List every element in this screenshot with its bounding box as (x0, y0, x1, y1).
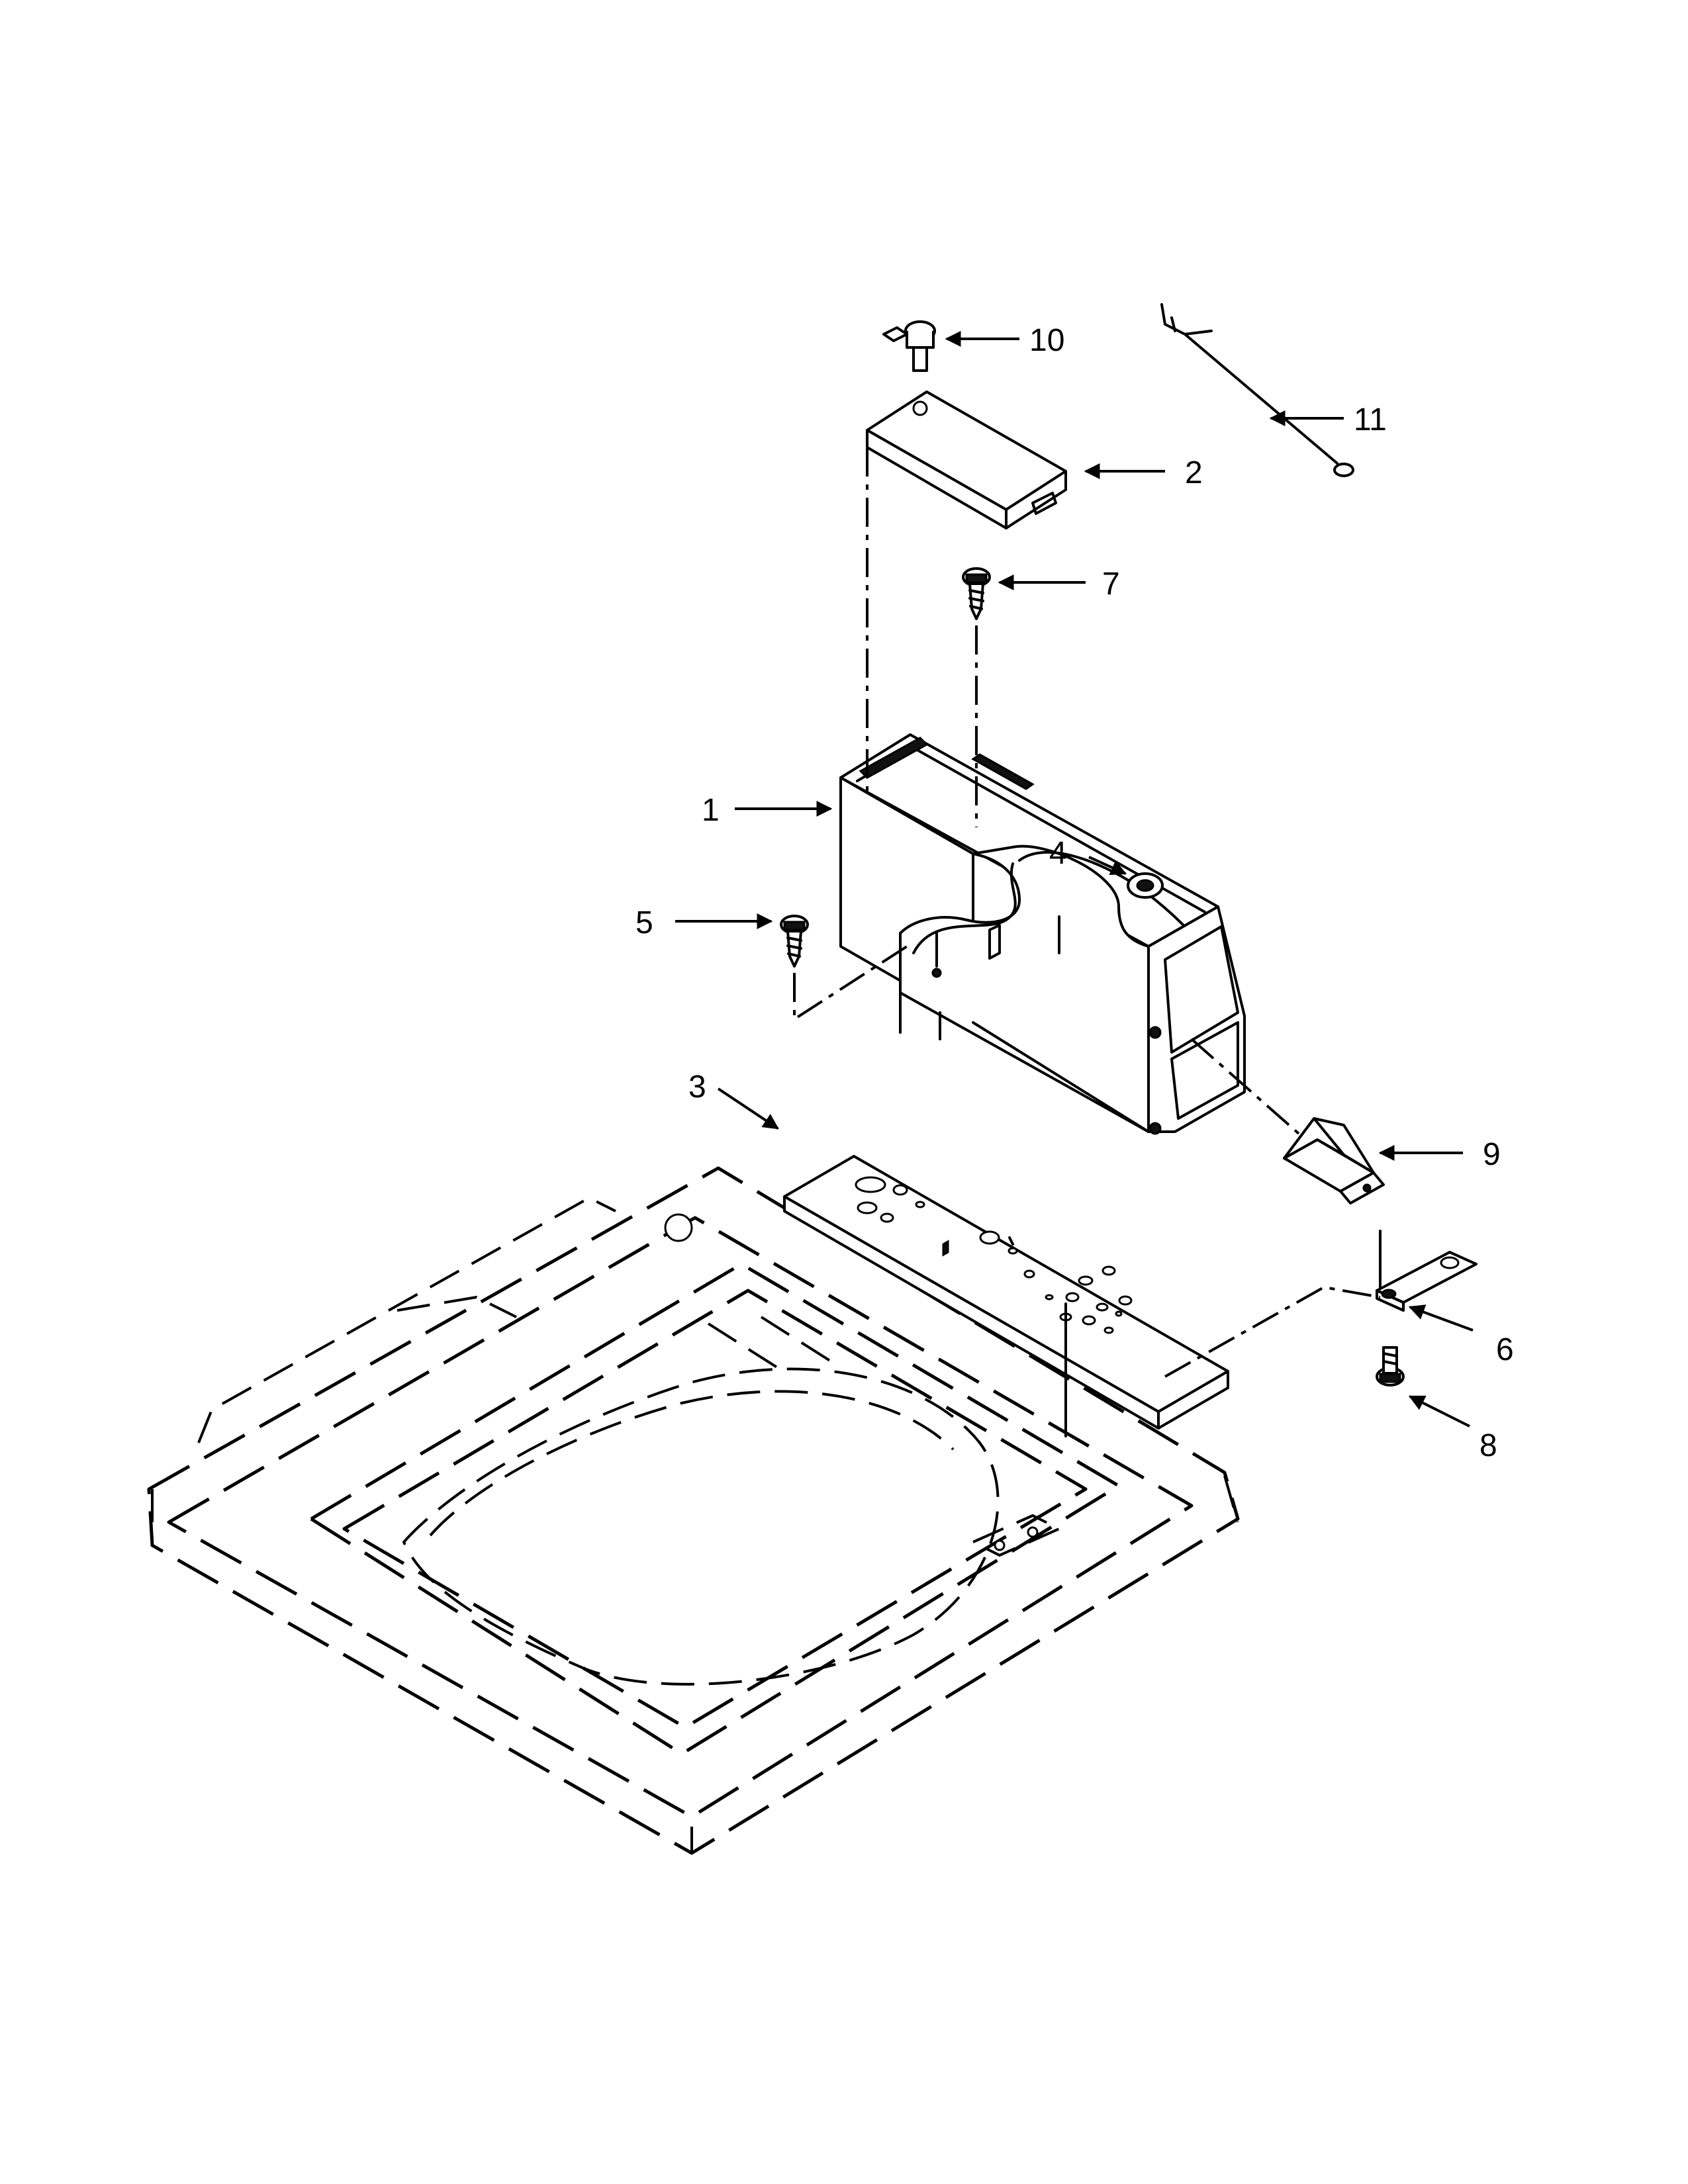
callout-2: 2 (1084, 455, 1203, 490)
callout-label-7: 7 (1102, 567, 1120, 602)
callout-label-9: 9 (1483, 1137, 1501, 1172)
screw-8-part (1376, 1346, 1405, 1387)
callout-10: 10 (945, 323, 1064, 358)
callout-9: 9 (1378, 1137, 1501, 1172)
callout-5: 5 (635, 905, 773, 940)
callout-4: 4 (1049, 836, 1127, 875)
bracket-strap-part (1376, 1251, 1477, 1312)
assembly-centerlines (793, 447, 1382, 1437)
callout-label-2: 2 (1185, 455, 1203, 490)
callout-label-4: 4 (1049, 836, 1067, 871)
screw-5-part (780, 915, 809, 968)
callout-1: 1 (702, 793, 833, 828)
clip-screw-part (882, 320, 936, 372)
callout-11: 11 (1269, 402, 1387, 437)
housing-bracket-part (839, 733, 1246, 1135)
callout-label-3: 3 (688, 1069, 706, 1105)
bushing-part (1127, 872, 1164, 899)
callout-label-6: 6 (1496, 1332, 1514, 1367)
perforated-panel-part (783, 1155, 1229, 1430)
callout-7: 7 (998, 567, 1120, 602)
callout-label-1: 1 (702, 793, 720, 828)
cover-plate-part (866, 390, 1067, 529)
callout-6: 6 (1408, 1304, 1514, 1367)
callout-label-11: 11 (1354, 402, 1387, 437)
screw-7-part (962, 567, 991, 620)
frame-hole-icon (664, 1213, 693, 1242)
callout-label-8: 8 (1479, 1428, 1497, 1463)
callout-3: 3 (688, 1069, 779, 1130)
callout-8: 8 (1408, 1395, 1497, 1463)
base-frame-phantom (147, 1166, 1240, 1855)
callout-label-10: 10 (1029, 323, 1064, 358)
callout-label-5: 5 (635, 905, 653, 940)
clip-9-part (1283, 1117, 1385, 1205)
ground-wire-part (1160, 303, 1354, 477)
